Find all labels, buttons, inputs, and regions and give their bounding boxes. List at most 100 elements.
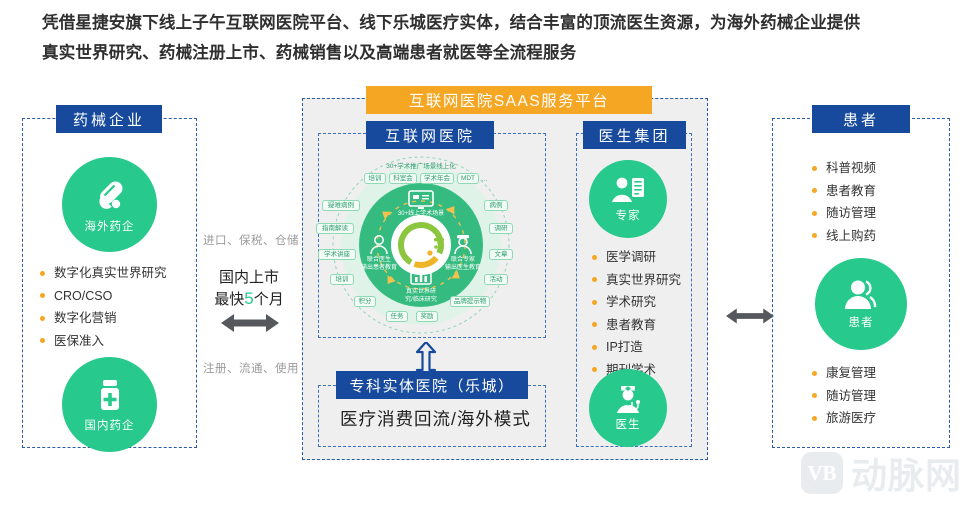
list-item: 患者教育 (592, 314, 681, 337)
tag-top-4: … (481, 176, 488, 183)
connector-left-main-line2: 最快5个月 (203, 288, 295, 310)
tag-top-3: MDT (457, 173, 479, 184)
circle-domestic-pharma: 国内药企 (62, 357, 157, 452)
list-item: 科普视频 (812, 157, 876, 180)
bullet-dot (592, 299, 597, 305)
circle-overseas-pharma-label: 海外药企 (84, 220, 135, 233)
bullet-dot (40, 315, 45, 321)
bullet-dot (592, 367, 597, 373)
list-item-label: CRO/CSO (54, 288, 113, 303)
list-item-label: IP打造 (606, 340, 643, 354)
tag-left-2: 学术讲座 (318, 249, 356, 260)
list-item: 康复管理 (812, 362, 876, 385)
tag-bottom-3: 品牌提示物 (450, 296, 490, 307)
entity-hospital-caption: 医疗消费回流/海外模式 (340, 409, 531, 429)
bullet-dot (40, 293, 45, 299)
academic-scenarios-infographic: 30+学术推广场景线上化 培训 科室会 学术年会 MDT … 疑难病例 指南解读… (316, 150, 516, 340)
bullet-dot (592, 322, 597, 328)
infographic-inner-right-line2: 输出医生教育 (444, 264, 481, 271)
circle-overseas-pharma: 海外药企 (62, 157, 157, 252)
bullet-dot (812, 165, 817, 171)
infographic-inner-bottom-line1: 真实世界研 (405, 289, 436, 295)
connector-left-main: 国内上市 最快5个月 (203, 267, 295, 310)
tag-left-3: 培训 (330, 274, 354, 285)
tag-right-2: 文章 (489, 249, 513, 260)
list-item: IP打造 (592, 336, 681, 359)
medicine-bottle-icon (92, 377, 128, 415)
list-item: 随访管理 (812, 385, 876, 408)
watermark: VB 动脉网 (800, 447, 962, 499)
infographic-inner-left-line2: 输出患者教育 (360, 264, 397, 271)
list-item-label: 数字化真实世界研究 (54, 266, 167, 280)
list-patient-bottom: 康复管理 随访管理 旅游医疗 (812, 362, 876, 430)
infographic-inner-top: 30+线上学术场景 (397, 211, 445, 217)
list-item: 患者教育 (812, 180, 876, 203)
list-item: 随访管理 (812, 202, 876, 225)
doctor-icon (611, 384, 645, 414)
tag-right-3: 活动 (484, 274, 508, 285)
circle-doctor-label: 医生 (615, 419, 641, 431)
circle-expert: 专家 (589, 160, 667, 238)
bullet-dot (812, 233, 817, 239)
infographic-inner-bottom-line2: 究/临床研究 (405, 296, 437, 303)
list-item: CRO/CSO (40, 285, 167, 308)
bullet-dot (40, 270, 45, 276)
list-item-label: 随访管理 (826, 206, 877, 220)
list-doctor-group: 医学调研 真实世界研究 学术研究 患者教育 IP打造 期刊学术 (592, 246, 681, 381)
list-item-label: 患者教育 (826, 183, 877, 198)
tag-top-2: 学术年会 (420, 173, 454, 184)
list-item-label: 学术研究 (606, 295, 657, 309)
list-item: 真实世界研究 (592, 269, 681, 292)
list-item-label: 线上购药 (826, 228, 877, 243)
chip-pharma-enterprise: 药械企业 (56, 105, 162, 133)
list-item-label: 科普视频 (826, 161, 877, 175)
bullet-dot (812, 393, 817, 399)
tag-left-0: 疑难病例 (322, 200, 360, 211)
list-item-label: 随访管理 (826, 388, 877, 403)
list-pharma-enterprise: 数字化真实世界研究 CRO/CSO 数字化营销 医保准入 (40, 262, 167, 352)
tag-right-0: 病例 (484, 200, 508, 211)
circle-domestic-pharma-label: 国内药企 (84, 419, 135, 432)
double-arrow-horizontal-left-icon (221, 312, 279, 339)
circle-patient-label: 患者 (848, 317, 874, 329)
list-item-label: 患者教育 (606, 317, 657, 332)
chip-internet-hospital: 互联网医院 (366, 121, 494, 149)
infographic-inner-right: 联合专家 输出医生教育 (432, 257, 494, 272)
watermark-text: 动脉网 (850, 455, 962, 496)
page-title: 凭借星捷安旗下线上子午互联网医院平台、线下乐城医疗实体，结合丰富的顶流医生资源，… (42, 8, 942, 68)
circle-expert-label: 专家 (615, 210, 641, 222)
list-item-label: 旅游医疗 (826, 411, 877, 425)
connector-left-top-label: 进口、保税、仓储 (203, 235, 299, 247)
bullet-dot (812, 210, 817, 216)
list-item: 数字化营销 (40, 307, 167, 330)
bullet-dot (592, 254, 597, 260)
connector-left-highlight: 5 (244, 289, 254, 308)
connector-left-bottom-label: 注册、流通、使用 (203, 363, 299, 375)
bullet-dot (812, 188, 817, 194)
people-icon (842, 278, 880, 312)
watermark-badge: VB (800, 452, 843, 494)
list-item-label: 数字化营销 (54, 311, 117, 325)
list-item-label: 康复管理 (826, 366, 877, 380)
list-item-label: 医学调研 (606, 250, 657, 264)
tag-bottom-0: 积分 (354, 296, 376, 307)
bullet-dot (40, 338, 45, 344)
headline-line-2: 真实世界研究、药械注册上市、药械销售以及高端患者就医等全流程服务 (42, 44, 577, 62)
list-patient-top: 科普视频 患者教育 随访管理 线上购药 (812, 157, 876, 247)
headline-line-1: 凭借星捷安旗下线上子午互联网医院平台、线下乐城医疗实体，结合丰富的顶流医生资源，… (42, 14, 861, 32)
connector-left-prefix: 最快 (214, 291, 245, 308)
circle-doctor: 医生 (589, 369, 667, 447)
connector-left-main-line1: 国内上市 (218, 269, 279, 286)
list-item: 医保准入 (40, 330, 167, 353)
tag-top-1: 科室会 (389, 173, 417, 184)
tag-top-0: 培训 (364, 173, 386, 184)
connector-left-suffix: 个月 (253, 291, 284, 308)
tag-right-1: 调研 (489, 223, 513, 234)
bullet-dot (812, 370, 817, 376)
bullet-dot (592, 277, 597, 283)
infographic-rings (332, 156, 510, 334)
list-item: 学术研究 (592, 291, 681, 314)
tag-bottom-2: 奖励 (416, 311, 438, 322)
list-item-label: 医保准入 (54, 333, 105, 348)
